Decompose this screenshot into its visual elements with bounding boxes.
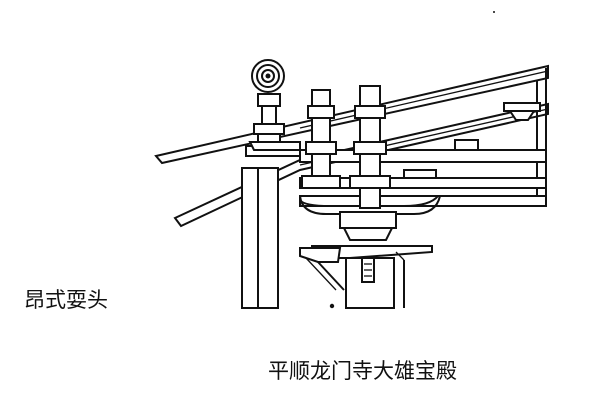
bottom-caption: 平顺龙门寺大雄宝殿 [268, 359, 457, 383]
right-lower-wall [395, 251, 405, 308]
bracket-stack-center [349, 85, 391, 209]
upper-rafter-slope [154, 64, 549, 165]
small-marks [329, 11, 495, 309]
side-cantilever [299, 247, 345, 291]
left-column [241, 167, 279, 309]
central-column [345, 257, 395, 309]
top-rosette [251, 59, 285, 93]
right-frame [503, 68, 547, 196]
bracket-stack-middle [301, 89, 341, 189]
left-caption: 昂式耍头 [24, 288, 108, 312]
projecting-ang-arm [245, 93, 301, 157]
